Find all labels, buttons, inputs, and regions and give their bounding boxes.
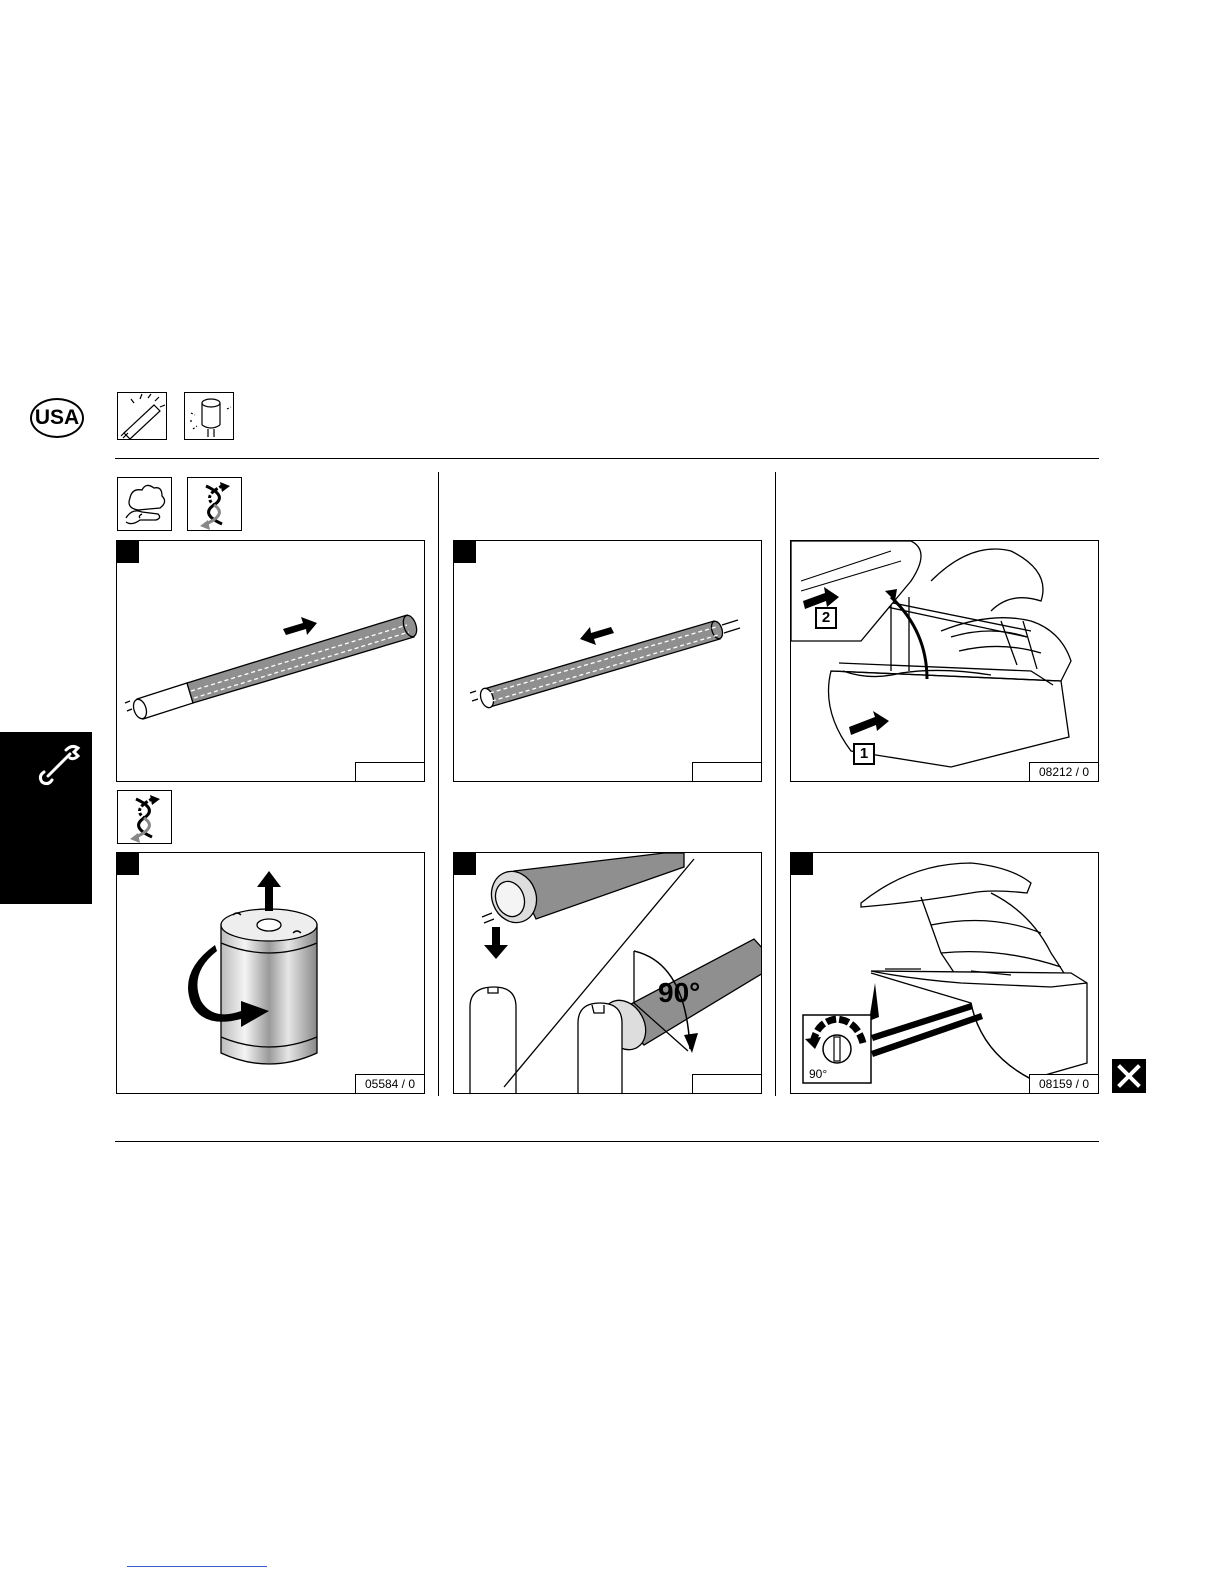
cleaning-cloth-icon (117, 477, 172, 531)
twist-replace-icon (187, 477, 242, 531)
wrench-icon (0, 732, 92, 904)
callout-2: 2 (815, 607, 837, 629)
figure-ref (692, 1074, 761, 1093)
figure-ref (355, 762, 424, 781)
starter-icon (184, 392, 234, 440)
step-panel-tube-insert: 90° (453, 852, 762, 1094)
figure-ref: 08212 / 0 (1029, 762, 1098, 781)
twist-replace-icon (117, 790, 172, 844)
step-panel-sleeve-on (453, 540, 762, 782)
figure-ref: 05584 / 0 (355, 1074, 424, 1093)
figure-ref: 08159 / 0 (1029, 1074, 1098, 1093)
step-panel-sleeve-off (116, 540, 425, 782)
footer-link-underline (127, 1566, 267, 1567)
close-x-icon (1112, 1059, 1146, 1093)
step-panel-canopy-open: 2 1 08212 / 0 (790, 540, 1099, 782)
step-panel-starter-remove: 05584 / 0 (116, 852, 425, 1094)
maintenance-side-tab (0, 732, 92, 904)
uv-lamp-tube-icon (117, 392, 167, 440)
column-divider (438, 472, 439, 1096)
step-panel-lock-rotate: 90° 08159 / 0 (790, 852, 1099, 1094)
header-rule (115, 458, 1099, 459)
angle-label: 90° (809, 1067, 827, 1081)
callout-1: 1 (853, 743, 875, 765)
footer-rule (115, 1141, 1099, 1142)
column-divider (775, 472, 776, 1096)
figure-ref (692, 762, 761, 781)
usa-region-badge: USA (30, 398, 84, 438)
angle-label: 90° (658, 977, 700, 1009)
